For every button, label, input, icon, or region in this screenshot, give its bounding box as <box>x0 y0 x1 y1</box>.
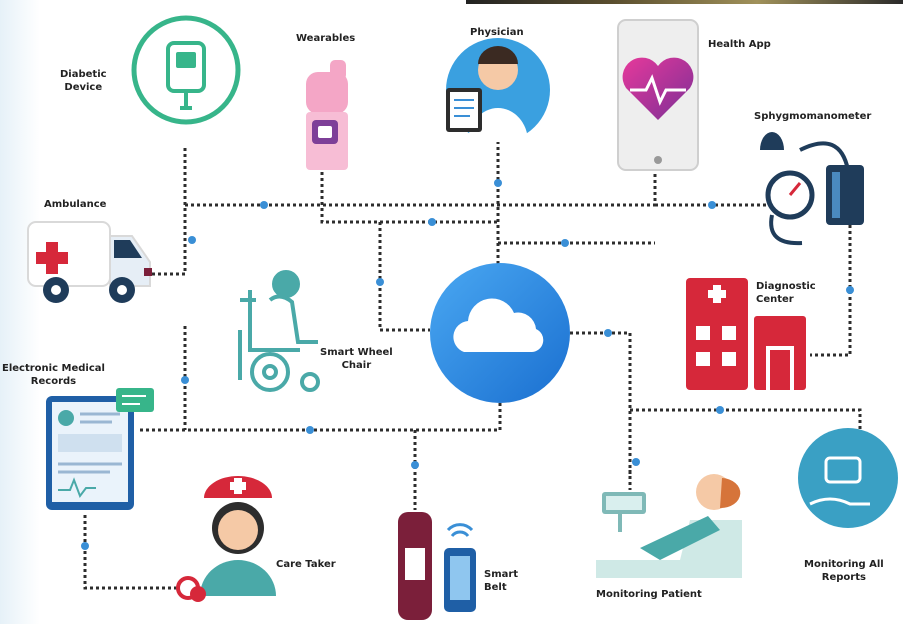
connector-wheelchair <box>378 222 430 332</box>
connector-dot <box>428 218 436 226</box>
cloud-icon <box>430 263 570 403</box>
ambulance-icon <box>27 221 152 303</box>
connector-dot <box>81 542 89 550</box>
connector-dot <box>604 329 612 337</box>
connector-dot <box>411 461 419 469</box>
connector-dot <box>632 458 640 466</box>
label-monitoring-all-reports: Monitoring All Reports <box>804 559 884 583</box>
connector-dot <box>561 239 569 247</box>
doctor-icon <box>446 38 550 142</box>
label-diabetic-device: Diabetic Device <box>60 69 107 93</box>
label-health-app: Health App <box>708 39 771 50</box>
insulin-pump-icon <box>131 15 241 125</box>
connector-top-bus <box>185 168 657 207</box>
label-diagnostic-center: Diagnostic Center <box>756 281 816 305</box>
label-smart-belt: Smart Belt <box>484 569 519 593</box>
connector-records-bus <box>140 395 502 432</box>
nurse-icon <box>176 476 276 602</box>
connector-reports <box>630 408 862 432</box>
connector-diabetic-device <box>148 148 187 276</box>
connector-dot <box>708 201 716 209</box>
label-care-taker: Care Taker <box>276 559 336 570</box>
connector-dot <box>716 406 724 414</box>
connector-dot <box>846 286 854 294</box>
background-gradient <box>0 0 40 624</box>
label-physician: Physician <box>470 27 524 38</box>
label-monitoring-patient: Monitoring Patient <box>596 589 702 600</box>
heart-rate-app-icon <box>617 19 699 171</box>
label-smart-wheel-chair: Smart Wheel Chair <box>320 347 393 371</box>
tablet-records-icon <box>46 388 154 510</box>
blood-pressure-monitor-icon <box>760 132 864 246</box>
connector-dot <box>188 236 196 244</box>
connector-dot <box>181 376 189 384</box>
connector-dot <box>376 278 384 286</box>
smart-belt-icon <box>398 512 476 620</box>
label-electronic-medical-records: Electronic Medical Records <box>2 363 105 387</box>
label-wearables: Wearables <box>296 33 356 44</box>
wrist-band-icon <box>306 60 348 170</box>
connector-diagnostic <box>570 331 632 475</box>
connector-dot <box>306 426 314 434</box>
label-ambulance: Ambulance <box>44 199 107 210</box>
hospital-icon <box>686 278 806 390</box>
connector-lines <box>83 135 862 590</box>
wheelchair-icon <box>238 270 320 392</box>
patient-bed-icon <box>596 474 742 578</box>
reports-icon <box>798 428 898 528</box>
connector-dot <box>494 179 502 187</box>
label-sphygmomanometer: Sphygmomanometer <box>754 111 872 122</box>
connector-records-care <box>83 515 180 590</box>
background-photo-strip <box>466 0 903 4</box>
connector-wearables <box>320 172 498 224</box>
connector-dots <box>81 179 854 550</box>
connector-dot <box>260 201 268 209</box>
connector-sphyg-diag <box>810 225 852 357</box>
